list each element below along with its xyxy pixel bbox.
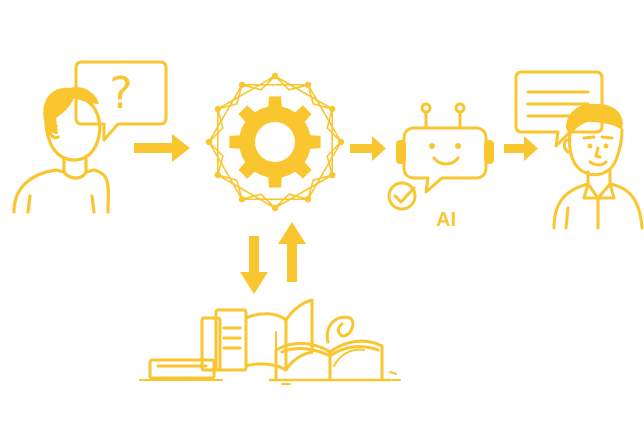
network-node — [214, 171, 221, 179]
network-link — [274, 174, 334, 209]
ai-label: AI — [436, 209, 456, 231]
network-node — [238, 196, 246, 203]
network-link — [274, 75, 334, 110]
network-link — [307, 84, 315, 105]
network-link — [241, 193, 262, 200]
books-knowledge-base-icon — [139, 298, 401, 385]
network-link — [326, 127, 342, 143]
network-link — [326, 141, 342, 157]
network-link — [326, 108, 334, 129]
network-link — [208, 141, 224, 157]
network-node — [205, 138, 213, 146]
network-link — [208, 141, 243, 200]
answer-speech-bubble-icon — [514, 70, 604, 148]
network-link — [307, 84, 342, 143]
network-link — [208, 127, 224, 143]
network-node — [271, 204, 279, 212]
network-link — [217, 108, 224, 129]
question-mark: ? — [109, 68, 132, 119]
check-circle-icon — [387, 181, 417, 211]
gear-network-icon — [205, 72, 345, 212]
network-link — [217, 174, 276, 209]
network-node — [329, 105, 336, 113]
network-link — [260, 75, 276, 91]
network-node — [271, 72, 279, 80]
network-link — [312, 103, 334, 110]
network-link — [217, 103, 238, 110]
arrow-right-3 — [504, 136, 538, 161]
network-node — [329, 171, 336, 179]
network-link — [236, 179, 243, 200]
user-answer-icon — [552, 103, 644, 230]
ai-robot-icon — [396, 102, 494, 194]
arrow-down — [240, 236, 268, 294]
network-link — [217, 155, 224, 176]
network-node — [304, 196, 312, 203]
network-node — [214, 105, 221, 113]
question-speech-bubble-icon — [74, 60, 168, 142]
network-node — [337, 138, 345, 146]
network-node — [238, 81, 246, 89]
network-link — [241, 84, 262, 91]
network-link — [307, 141, 342, 200]
network-link — [274, 193, 290, 209]
network-link — [288, 193, 309, 200]
arrow-right-2 — [350, 136, 386, 161]
network-node — [304, 81, 312, 89]
network-link — [307, 179, 315, 200]
network-link — [312, 174, 334, 181]
network-link — [236, 84, 243, 105]
network-link — [217, 75, 276, 110]
arrow-up — [278, 222, 306, 282]
user-question-icon — [12, 86, 110, 214]
network-link — [288, 84, 309, 91]
network-link — [260, 193, 276, 209]
arrow-right-1 — [134, 134, 190, 162]
network-link — [208, 84, 243, 143]
network-link — [326, 155, 334, 176]
network-link — [217, 174, 238, 181]
network-link — [274, 75, 290, 91]
